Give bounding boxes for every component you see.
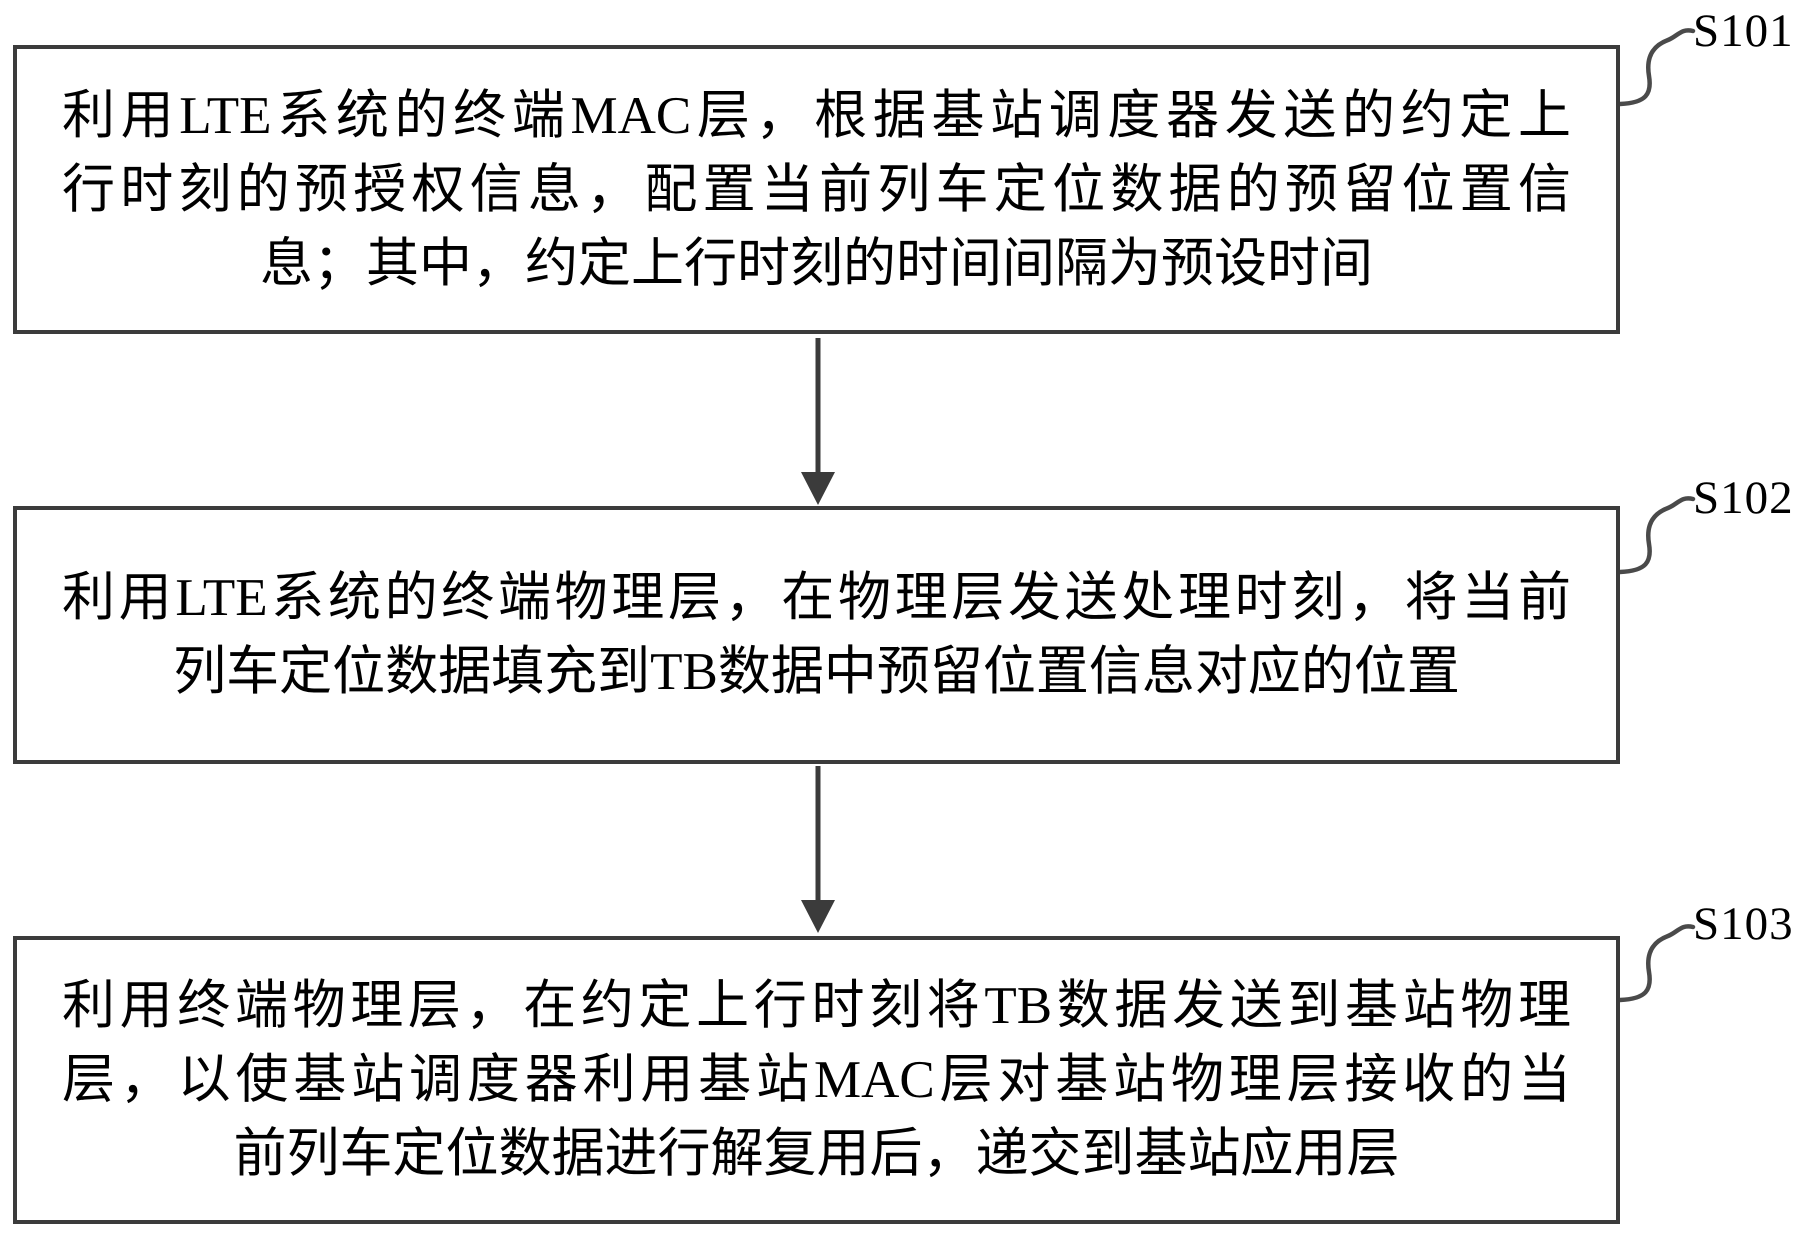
down-arrow-icon-1 bbox=[801, 338, 835, 505]
process-text-line: 利用LTE系统的终端物理层，在物理层发送处理时刻，将当前 bbox=[62, 569, 1571, 627]
reference-line-s103 bbox=[1617, 924, 1696, 1003]
reference-line-s101 bbox=[1617, 28, 1696, 107]
process-text-line: 息；其中，约定上行时刻的时间间隔为预设时间 bbox=[260, 234, 1373, 293]
step-label-s101: S101 bbox=[1693, 5, 1794, 57]
process-box-s102: 利用LTE系统的终端物理层，在物理层发送处理时刻，将当前 列车定位数据填充到TB… bbox=[13, 506, 1620, 764]
down-arrow-icon-2 bbox=[801, 766, 835, 933]
process-box-s101: 利用LTE系统的终端MAC层，根据基站调度器发送的约定上 行时刻的预授权信息，配… bbox=[13, 45, 1620, 334]
step-label-s102: S102 bbox=[1693, 472, 1794, 524]
process-text-line: 利用LTE系统的终端MAC层，根据基站调度器发送的约定上 bbox=[62, 86, 1571, 145]
process-text-line: 行时刻的预授权信息，配置当前列车定位数据的预留位置信 bbox=[62, 160, 1571, 219]
process-text-line: 前列车定位数据进行解复用后，递交到基站应用层 bbox=[233, 1125, 1400, 1183]
process-box-s103: 利用终端物理层，在约定上行时刻将TB数据发送到基站物理 层，以使基站调度器利用基… bbox=[13, 936, 1620, 1224]
process-text-line: 列车定位数据填充到TB数据中预留位置信息对应的位置 bbox=[173, 643, 1460, 701]
process-text-line: 利用终端物理层，在约定上行时刻将TB数据发送到基站物理 bbox=[62, 977, 1571, 1035]
step-label-s103: S103 bbox=[1693, 898, 1794, 950]
process-text-line: 层，以使基站调度器利用基站MAC层对基站物理层接收的当 bbox=[62, 1051, 1571, 1109]
reference-line-s102 bbox=[1617, 496, 1696, 575]
